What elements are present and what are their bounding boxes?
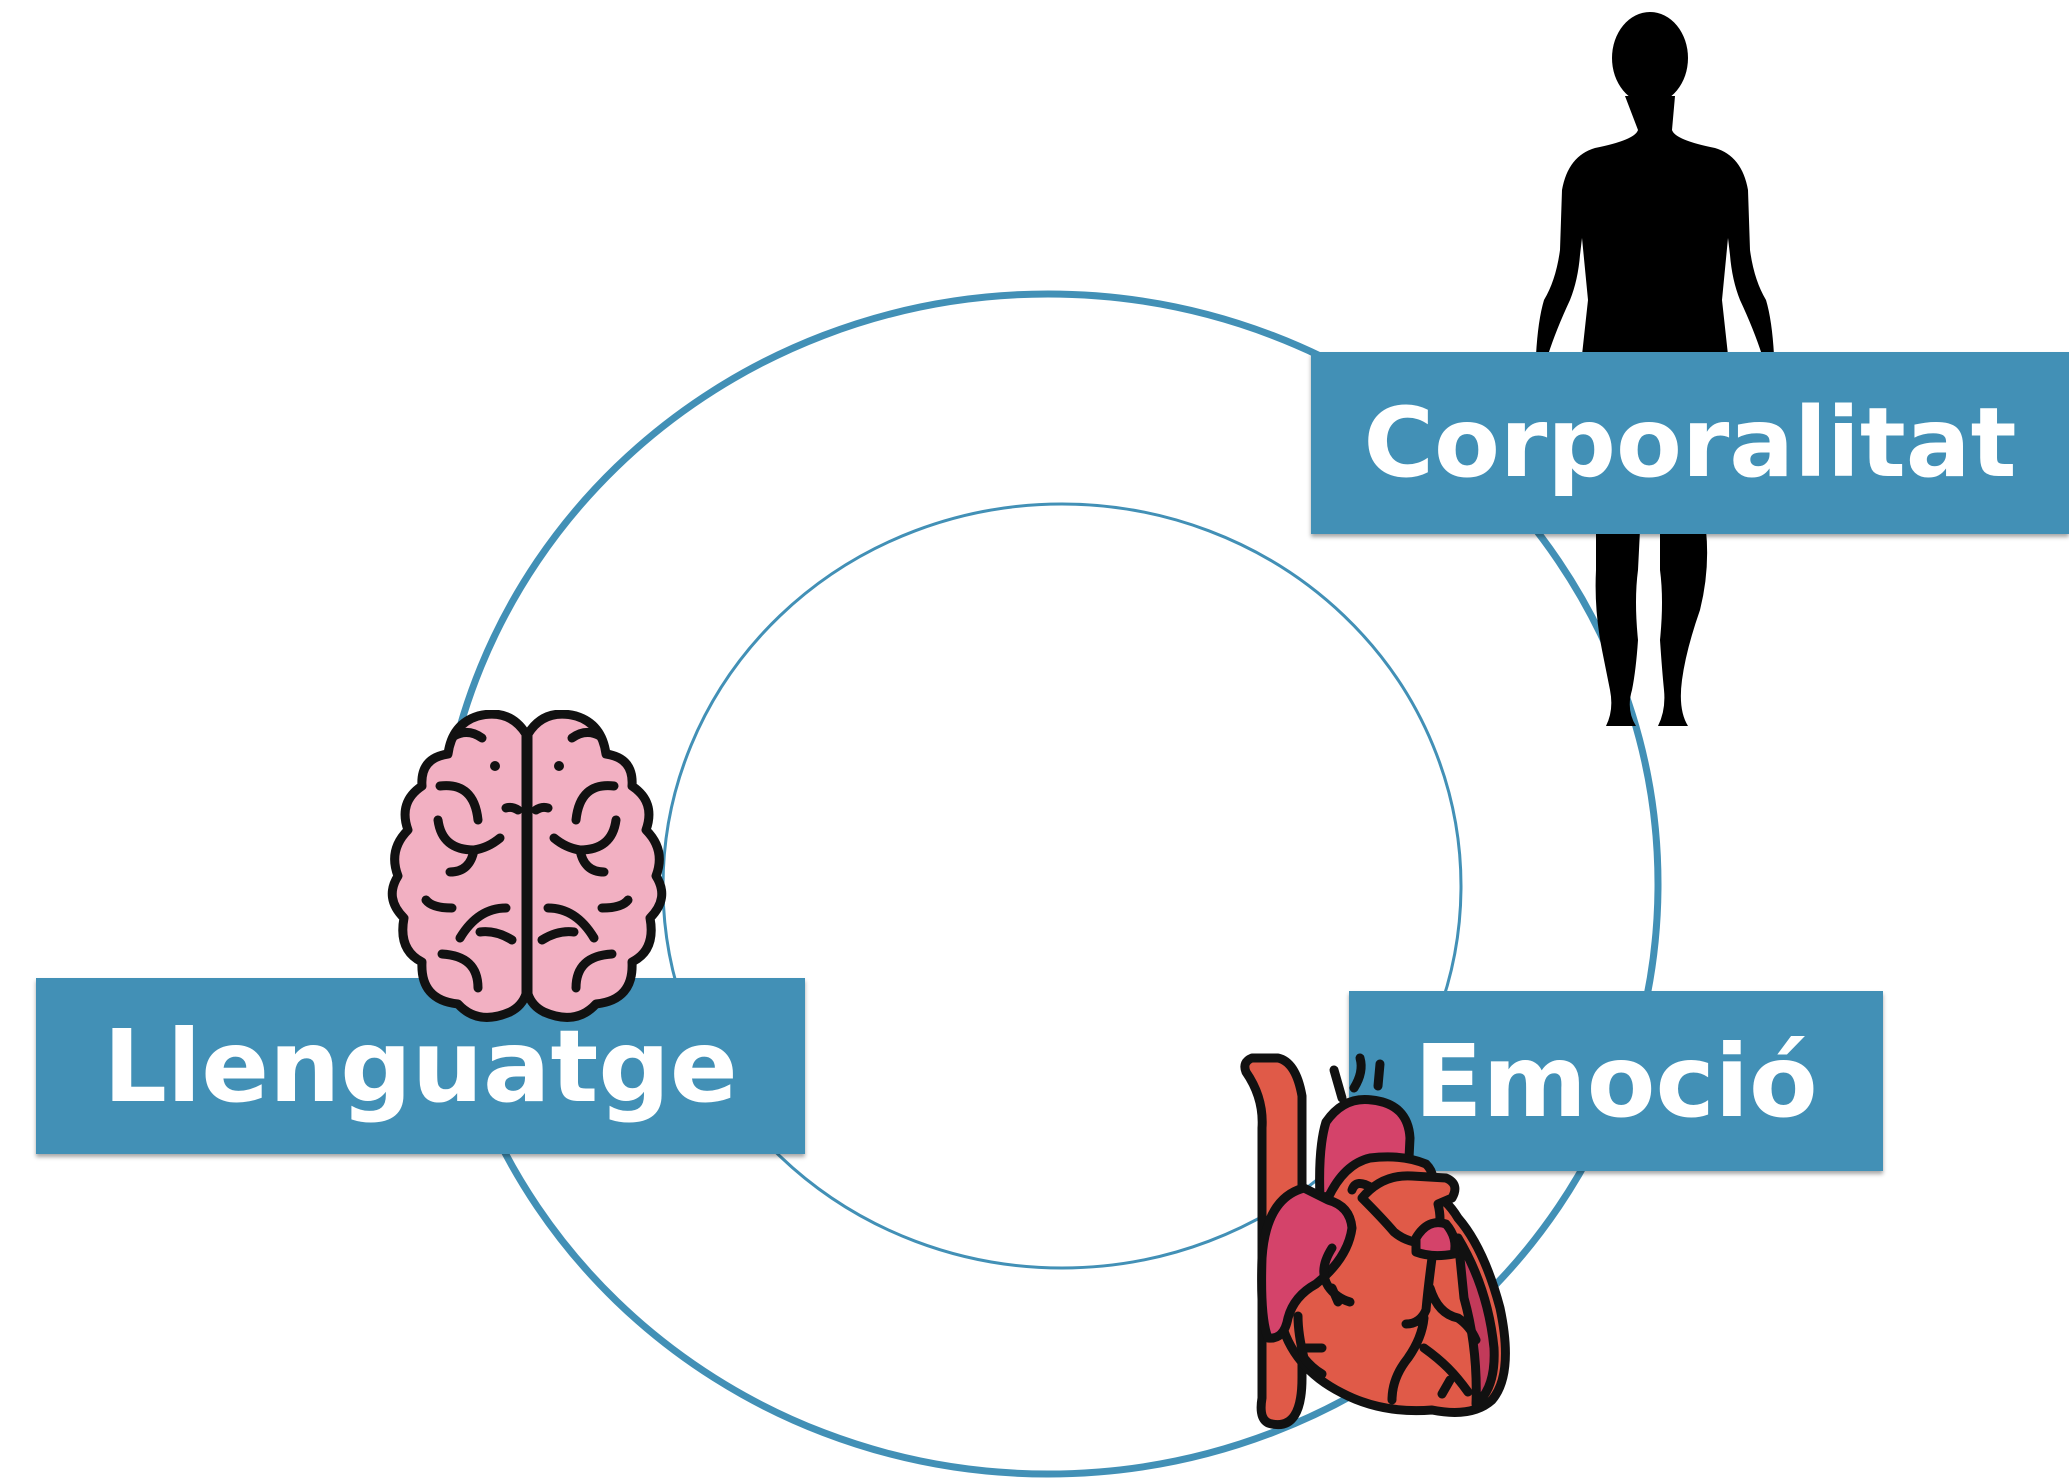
brain-icon xyxy=(382,710,672,1028)
label-corporalitat-text: Corporalitat xyxy=(1364,387,2017,499)
heart-icon xyxy=(1232,1048,1514,1436)
label-corporalitat: Corporalitat xyxy=(1311,352,2069,534)
